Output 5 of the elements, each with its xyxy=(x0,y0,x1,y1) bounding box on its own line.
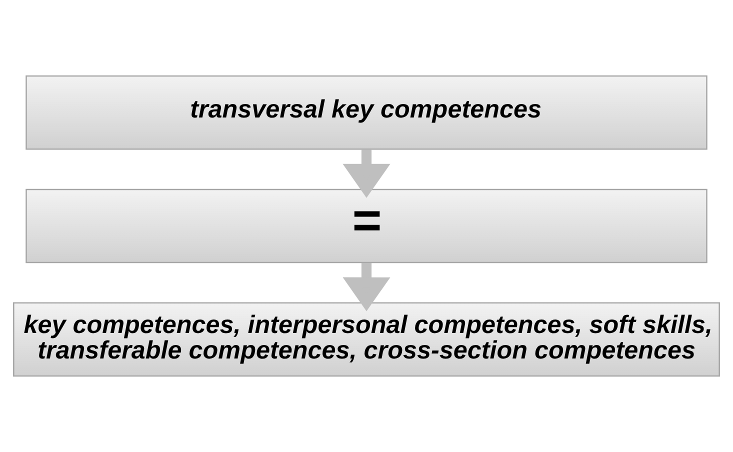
node-box: = xyxy=(26,188,708,264)
node-box: key competences, interpersonal competences, soft skills, transferable competences, cross-section competences xyxy=(13,302,720,377)
node-box: transversal key competences xyxy=(26,75,708,150)
arrow xyxy=(342,262,390,312)
arrow xyxy=(342,150,390,198)
